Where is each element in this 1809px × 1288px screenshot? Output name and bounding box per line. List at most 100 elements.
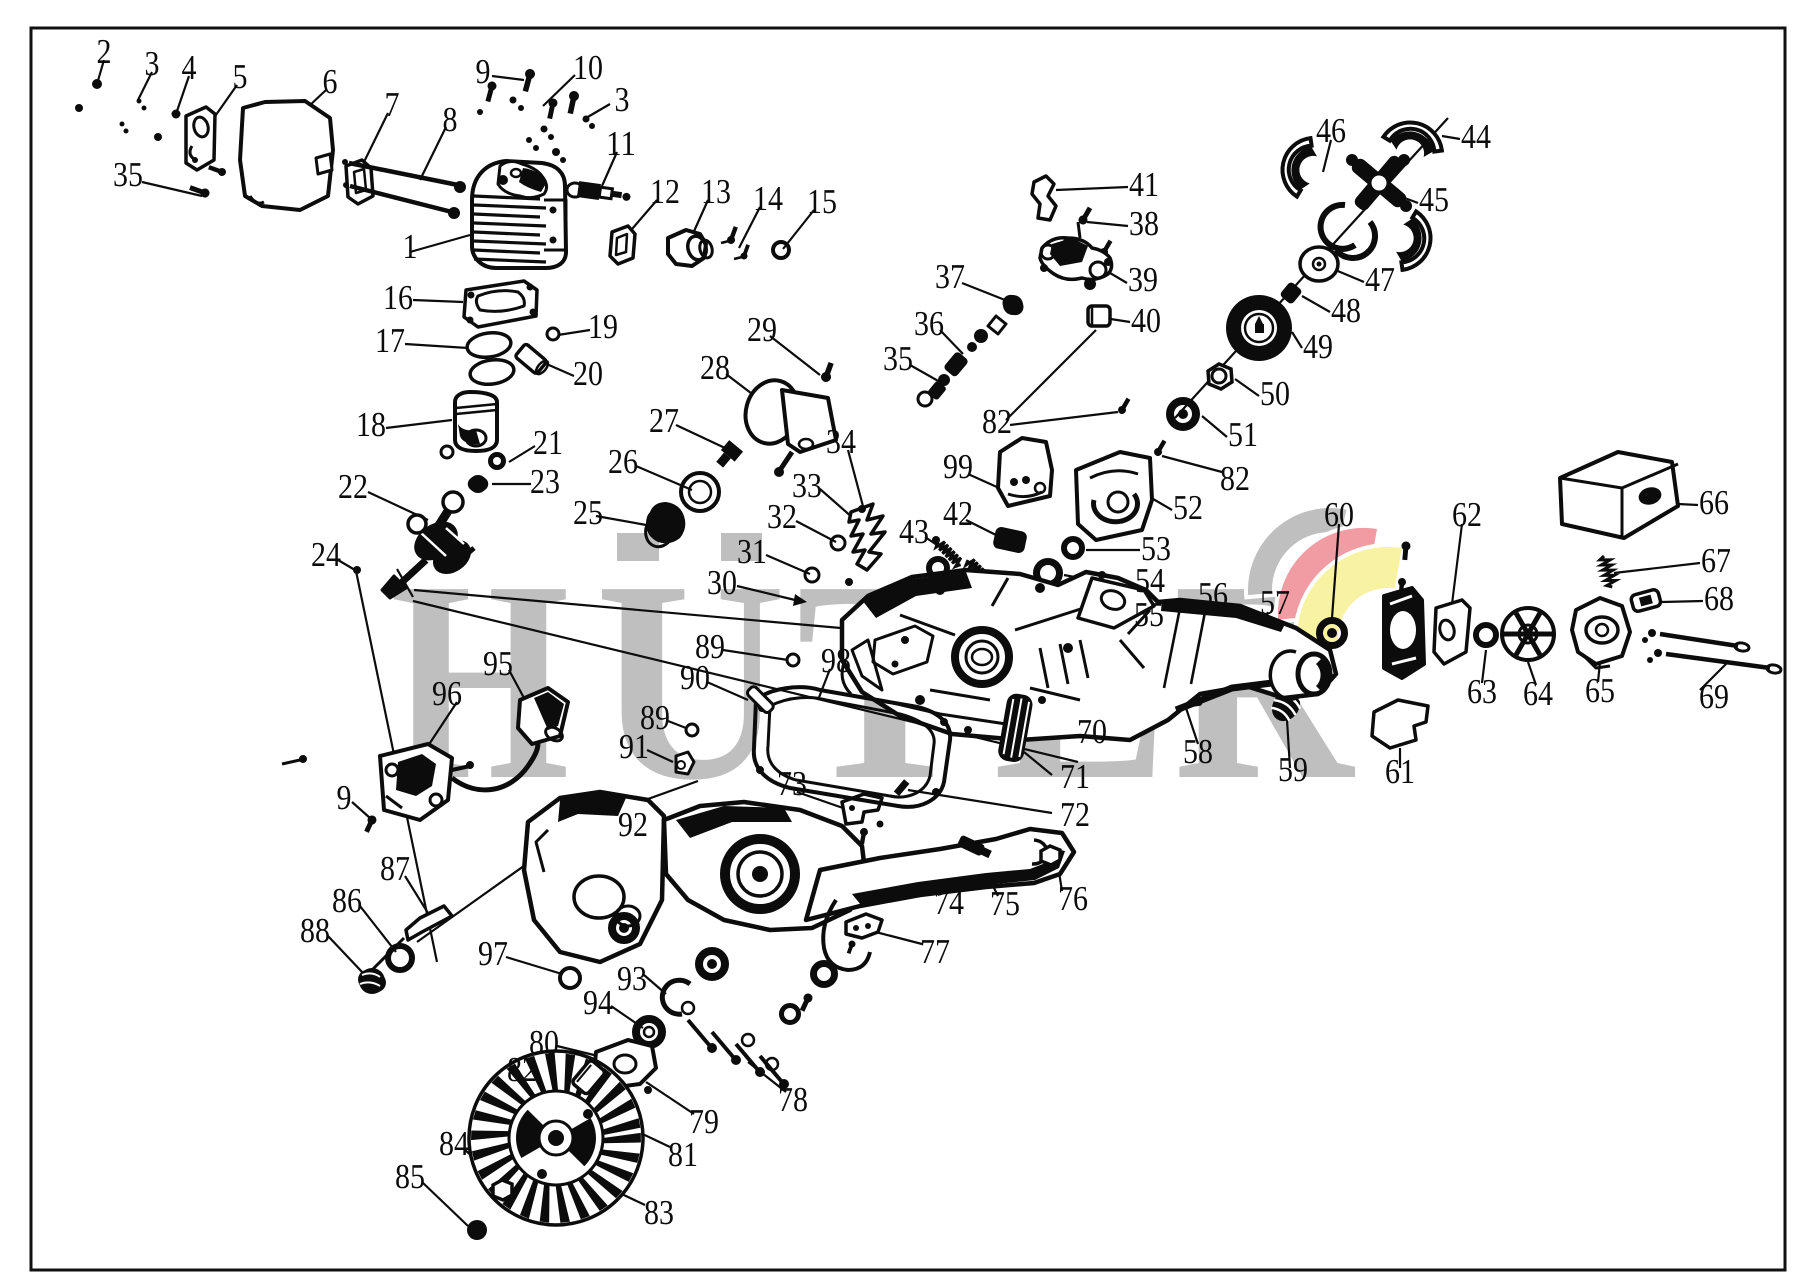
svg-text:43: 43 xyxy=(899,512,929,551)
svg-text:22: 22 xyxy=(338,467,368,506)
svg-text:69: 69 xyxy=(1699,677,1729,716)
svg-text:94: 94 xyxy=(583,983,613,1022)
svg-text:93: 93 xyxy=(617,959,647,998)
svg-text:87: 87 xyxy=(380,849,410,888)
svg-text:78: 78 xyxy=(778,1080,808,1119)
svg-text:82: 82 xyxy=(1220,459,1250,498)
svg-text:56: 56 xyxy=(1198,575,1228,614)
svg-text:32: 32 xyxy=(767,497,797,536)
svg-text:34: 34 xyxy=(826,422,856,461)
svg-text:66: 66 xyxy=(1699,483,1729,522)
svg-text:58: 58 xyxy=(1183,732,1213,771)
svg-text:59: 59 xyxy=(1278,750,1308,789)
svg-text:55: 55 xyxy=(1134,595,1164,634)
svg-text:60: 60 xyxy=(1324,495,1354,534)
svg-text:30: 30 xyxy=(707,563,737,602)
svg-text:37: 37 xyxy=(935,257,965,296)
svg-text:88: 88 xyxy=(300,911,330,950)
svg-text:52: 52 xyxy=(1173,488,1203,527)
svg-text:61: 61 xyxy=(1385,752,1415,791)
svg-text:9: 9 xyxy=(337,778,352,817)
svg-text:14: 14 xyxy=(753,179,783,218)
svg-text:49: 49 xyxy=(1303,327,1333,366)
svg-text:33: 33 xyxy=(792,466,822,505)
svg-text:73: 73 xyxy=(777,764,807,803)
svg-text:27: 27 xyxy=(649,401,679,440)
svg-text:28: 28 xyxy=(700,348,730,387)
svg-text:74: 74 xyxy=(934,883,964,922)
svg-text:21: 21 xyxy=(533,423,563,462)
svg-text:15: 15 xyxy=(807,182,837,221)
svg-text:6: 6 xyxy=(323,62,338,101)
svg-text:63: 63 xyxy=(1467,672,1497,711)
svg-text:13: 13 xyxy=(701,172,731,211)
svg-text:7: 7 xyxy=(385,85,400,124)
svg-text:U: U xyxy=(595,522,786,840)
svg-text:83: 83 xyxy=(644,1193,674,1232)
svg-text:82: 82 xyxy=(982,402,1012,441)
svg-text:95: 95 xyxy=(483,644,513,683)
svg-text:76: 76 xyxy=(1058,879,1088,918)
svg-text:1: 1 xyxy=(403,227,418,266)
svg-text:10: 10 xyxy=(573,48,603,87)
svg-text:65: 65 xyxy=(1585,671,1615,710)
svg-text:98: 98 xyxy=(821,641,851,680)
svg-text:81: 81 xyxy=(668,1135,698,1174)
svg-text:62: 62 xyxy=(1452,495,1482,534)
svg-text:2: 2 xyxy=(97,32,112,71)
svg-text:35: 35 xyxy=(883,339,913,378)
svg-text:51: 51 xyxy=(1228,415,1258,454)
svg-text:24: 24 xyxy=(311,535,341,574)
svg-text:70: 70 xyxy=(1077,712,1107,751)
svg-text:44: 44 xyxy=(1461,117,1491,156)
svg-text:46: 46 xyxy=(1316,111,1346,150)
svg-text:45: 45 xyxy=(1419,180,1449,219)
svg-text:53: 53 xyxy=(1141,529,1171,568)
svg-text:77: 77 xyxy=(920,932,950,971)
svg-text:3: 3 xyxy=(145,44,160,83)
svg-text:79: 79 xyxy=(689,1102,719,1141)
svg-text:90: 90 xyxy=(680,658,710,697)
svg-text:48: 48 xyxy=(1331,291,1361,330)
svg-text:82: 82 xyxy=(507,1050,537,1089)
svg-text:40: 40 xyxy=(1131,301,1161,340)
svg-text:42: 42 xyxy=(943,494,973,533)
svg-text:64: 64 xyxy=(1523,674,1553,713)
svg-text:20: 20 xyxy=(573,354,603,393)
svg-text:26: 26 xyxy=(608,442,638,481)
svg-text:57: 57 xyxy=(1260,583,1290,622)
svg-text:29: 29 xyxy=(747,310,777,349)
svg-text:18: 18 xyxy=(356,405,386,444)
svg-text:97: 97 xyxy=(478,934,508,973)
svg-text:80: 80 xyxy=(529,1023,559,1062)
svg-text:47: 47 xyxy=(1365,260,1395,299)
svg-text:19: 19 xyxy=(588,307,618,346)
svg-text:23: 23 xyxy=(530,462,560,501)
svg-text:92: 92 xyxy=(618,805,648,844)
svg-text:71: 71 xyxy=(1060,757,1090,796)
svg-text:12: 12 xyxy=(650,172,680,211)
svg-text:25: 25 xyxy=(573,493,603,532)
svg-text:5: 5 xyxy=(233,57,248,96)
svg-text:35: 35 xyxy=(113,155,143,194)
svg-text:91: 91 xyxy=(619,727,649,766)
svg-text:67: 67 xyxy=(1701,541,1731,580)
svg-text:75: 75 xyxy=(990,884,1020,923)
svg-text:9: 9 xyxy=(476,52,491,91)
svg-text:4: 4 xyxy=(182,48,197,87)
svg-text:96: 96 xyxy=(432,674,462,713)
svg-text:89: 89 xyxy=(695,627,725,666)
svg-text:54: 54 xyxy=(1135,561,1165,600)
svg-text:72: 72 xyxy=(1060,795,1090,834)
svg-text:68: 68 xyxy=(1704,579,1734,618)
svg-text:50: 50 xyxy=(1260,374,1290,413)
svg-text:84: 84 xyxy=(439,1124,469,1163)
svg-text:3: 3 xyxy=(615,80,630,119)
svg-text:31: 31 xyxy=(737,532,767,571)
svg-text:89: 89 xyxy=(640,698,670,737)
svg-text:41: 41 xyxy=(1129,165,1159,204)
svg-text:86: 86 xyxy=(332,881,362,920)
svg-text:39: 39 xyxy=(1128,260,1158,299)
svg-text:85: 85 xyxy=(395,1157,425,1196)
svg-text:8: 8 xyxy=(443,100,458,139)
